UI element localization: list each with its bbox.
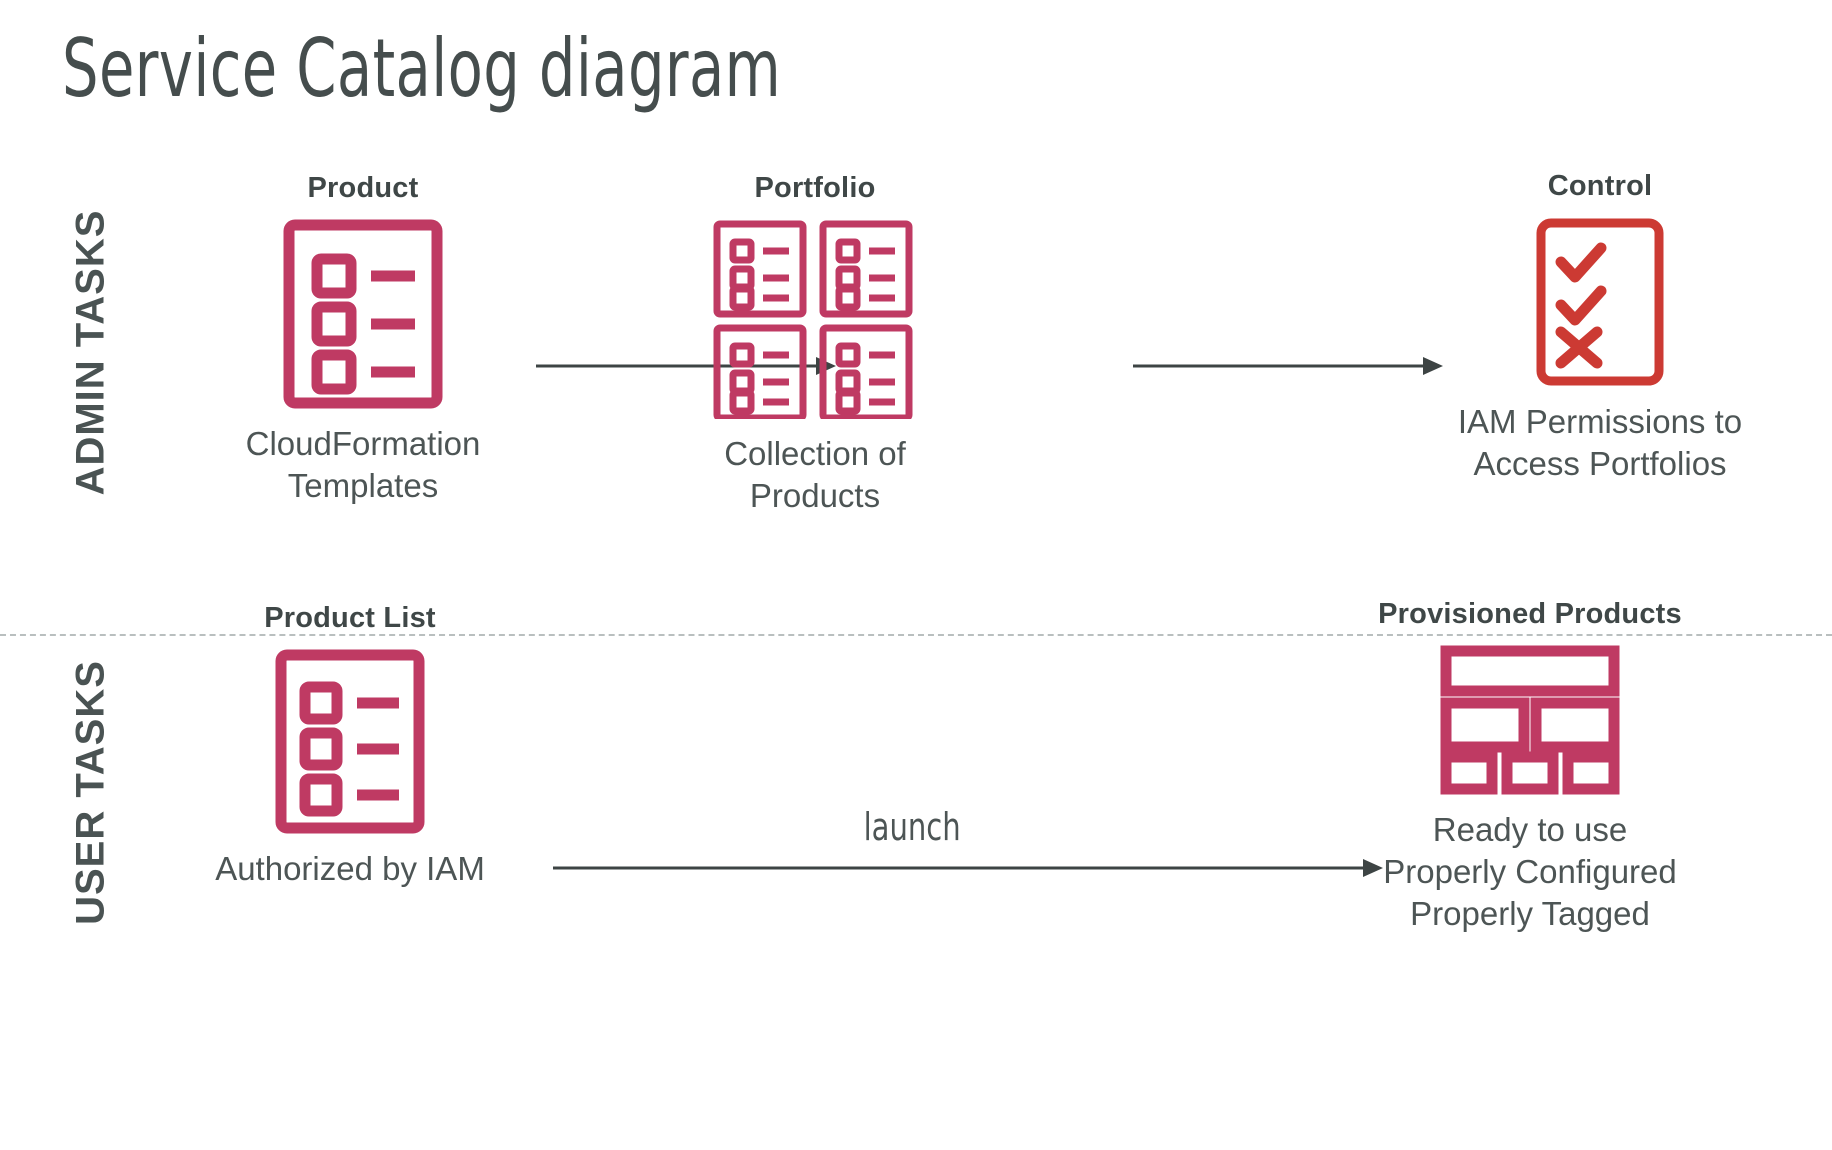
band-label-admin-tasks: ADMIN TASKS	[68, 209, 113, 496]
document-checklist-icon	[205, 649, 495, 834]
node-control-caption: IAM Permissions to Access Portfolios	[1457, 403, 1743, 483]
node-product-list: Product List Authorized by IAM	[205, 602, 495, 890]
node-portfolio-title: Portfolio	[754, 172, 876, 204]
arrow-launch-label: launch	[863, 805, 961, 849]
node-control-title: Control	[1547, 170, 1653, 202]
layout-blocks-icon	[1340, 645, 1720, 795]
arrow-product-list-to-provisioned-products	[553, 858, 1383, 878]
node-provisioned-products: Provisioned Products Ready to use Proper…	[1340, 598, 1720, 936]
checklist-approve-deny-icon	[1425, 217, 1775, 387]
document-checklist-grid-icon	[655, 219, 975, 419]
document-checklist-icon	[218, 219, 508, 409]
node-provisioned-products-caption: Ready to use Properly Configured Properl…	[1383, 811, 1677, 933]
page-title: Service Catalog diagram	[62, 22, 782, 115]
node-product-caption: CloudFormation Templates	[245, 425, 481, 505]
arrow-portfolio-to-control	[1133, 356, 1443, 376]
node-portfolio-caption: Collection of Products	[724, 435, 906, 515]
band-divider	[0, 634, 1832, 636]
node-portfolio: Portfolio	[655, 172, 975, 517]
node-provisioned-products-title: Provisioned Products	[1378, 598, 1682, 630]
node-product-list-title: Product List	[264, 602, 436, 634]
node-control: Control IAM Permissions to Access Portfo…	[1425, 170, 1775, 485]
node-product: Product CloudFormation Templates	[218, 172, 508, 507]
node-product-title: Product	[307, 172, 419, 204]
band-label-user-tasks: USER TASKS	[68, 660, 113, 925]
node-product-list-caption: Authorized by IAM	[215, 850, 485, 887]
